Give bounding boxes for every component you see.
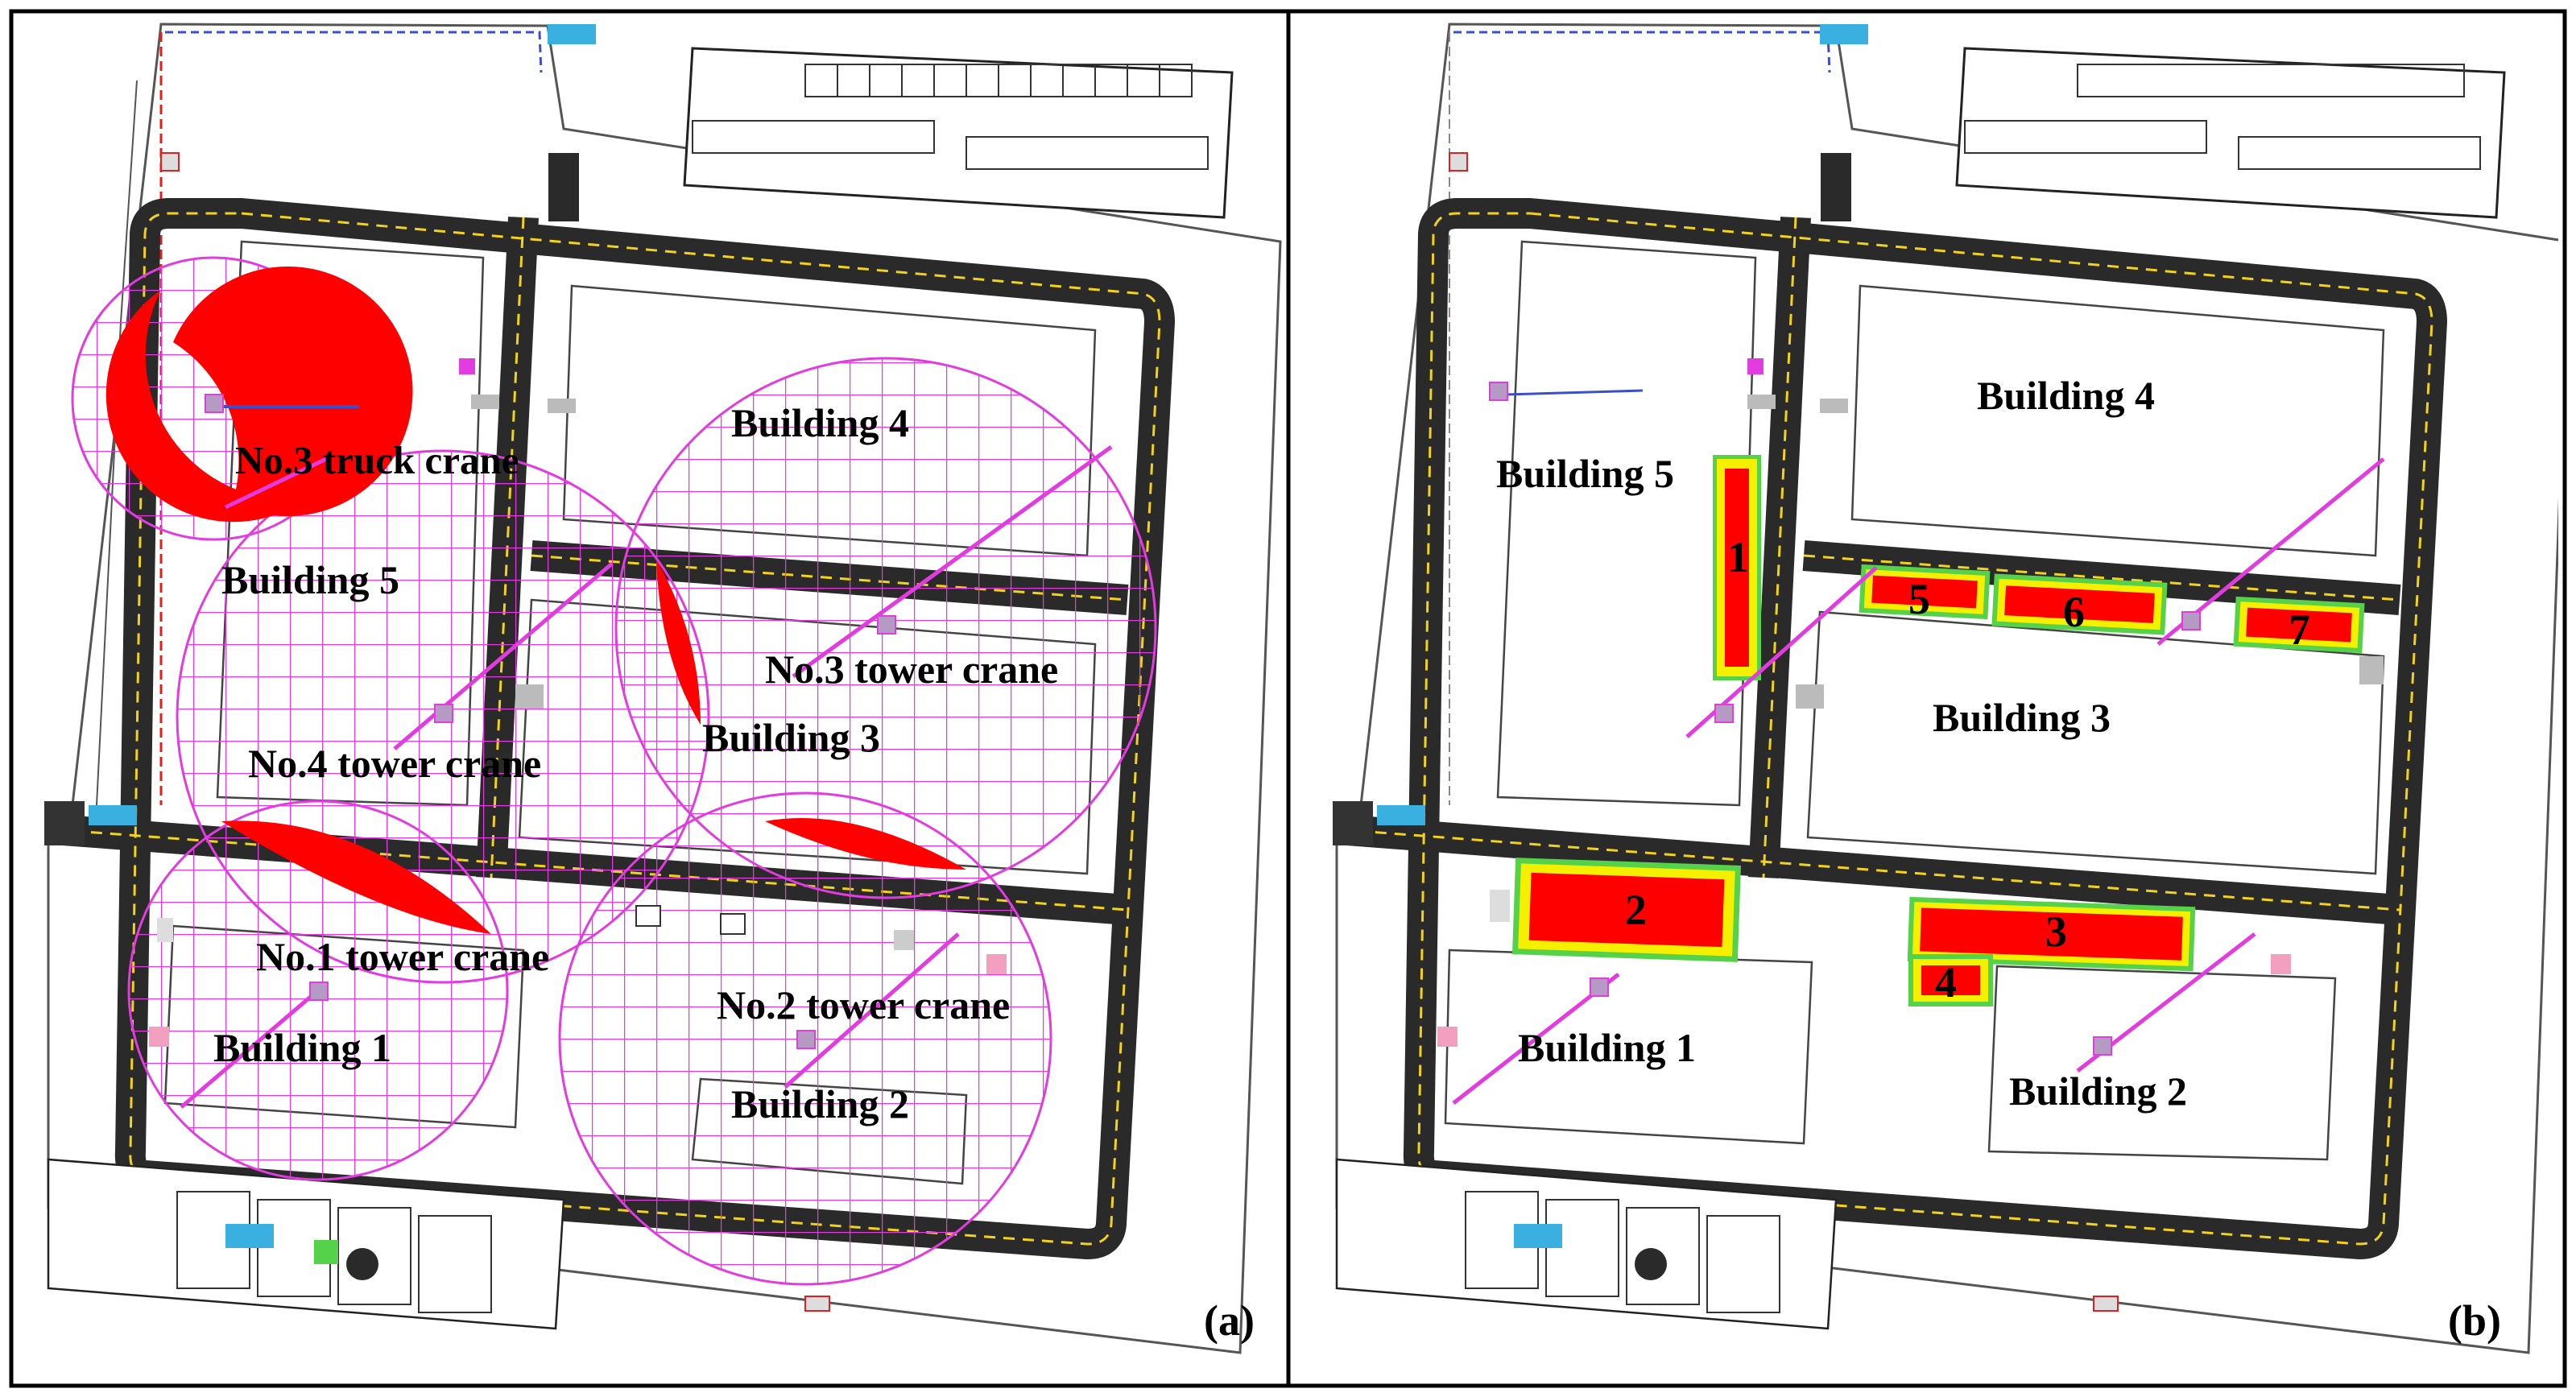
crane-jibs (180, 405, 1113, 1109)
zone-label-1: 1 (1727, 533, 1749, 581)
label-truck3-a: No.3 truck crane (235, 438, 519, 482)
crane-bases-b (1489, 382, 2201, 1056)
zone-2 (1511, 858, 1742, 962)
site-office-area (47, 1158, 565, 1330)
zone-label-2: 2 (1625, 886, 1647, 934)
zone-label-3: 3 (2045, 907, 2067, 956)
panel-a-labels: Building 4 No.3 truck crane Building 5 N… (213, 400, 1255, 1345)
road-network-b (1335, 153, 2447, 1259)
panel-a-tag: (a) (1204, 1296, 1255, 1345)
zone-6 (1991, 573, 2168, 635)
label-crane2-a: No.2 tower crane (717, 982, 1010, 1027)
panel-b: Building 4 Building 5 Building 3 Buildin… (1333, 23, 2558, 1354)
main-gate (44, 801, 85, 845)
guard-house-b (1377, 805, 1425, 825)
conflict-truck-crane (105, 290, 306, 523)
label-building2-b: Building 2 (2009, 1068, 2187, 1114)
conflict-crane3-crane4 (656, 560, 701, 725)
fence-line-b (1453, 31, 1831, 73)
zone-label-5: 5 (1908, 575, 1930, 623)
conflict-crane1-crane4 (221, 820, 491, 934)
zone-label-6: 6 (2063, 588, 2085, 636)
dormitory-block (683, 47, 1234, 219)
conflict-zones (105, 266, 966, 934)
zone-label-4: 4 (1935, 958, 1957, 1006)
facility-markers-b (1437, 152, 2384, 1312)
label-building1-a: Building 1 (213, 1025, 391, 1070)
label-crane4-a: No.4 tower crane (248, 741, 541, 786)
zone-4 (1908, 954, 1993, 1006)
label-building5-b: Building 5 (1496, 451, 1674, 496)
material-zones (1511, 455, 2365, 1006)
zone-5 (1859, 564, 1991, 620)
label-building1-b: Building 1 (1518, 1025, 1696, 1070)
zone-label-7: 7 (2289, 606, 2310, 654)
panel-a: Building 4 No.3 truck crane Building 5 N… (44, 23, 1282, 1354)
crane-bases (205, 394, 896, 1049)
panel-b-labels: Building 4 Building 5 Building 3 Buildin… (1496, 373, 2501, 1345)
label-crane3-a: No.3 tower crane (765, 647, 1058, 692)
panel-b-tag: (b) (2448, 1296, 2501, 1345)
secondary-gate (548, 24, 596, 44)
road-centerlines-b (1336, 212, 2433, 1246)
label-building2-a: Building 2 (731, 1081, 909, 1126)
label-crane1-a: No.1 tower crane (256, 934, 549, 979)
site-office-area-b (1335, 1158, 1838, 1330)
guard-house (89, 805, 137, 825)
building-outlines-b (1444, 240, 2385, 1161)
label-building3-b: Building 3 (1933, 695, 2111, 740)
zone-3 (1907, 896, 2196, 972)
label-building4-b: Building 4 (1977, 373, 2155, 418)
zone-7 (2233, 596, 2365, 654)
dormitory-block-b (1955, 47, 2506, 219)
main-gate-b (1333, 801, 1373, 845)
label-building5-a: Building 5 (221, 557, 399, 602)
conflict-crane2-crane3 (765, 818, 966, 870)
zone-1 (1713, 455, 1761, 680)
facility-markers (149, 152, 1007, 1312)
secondary-gate-b (1820, 24, 1868, 44)
label-building3-a: Building 3 (702, 715, 880, 760)
label-building4-a: Building 4 (731, 400, 909, 445)
fence-line (165, 31, 543, 73)
